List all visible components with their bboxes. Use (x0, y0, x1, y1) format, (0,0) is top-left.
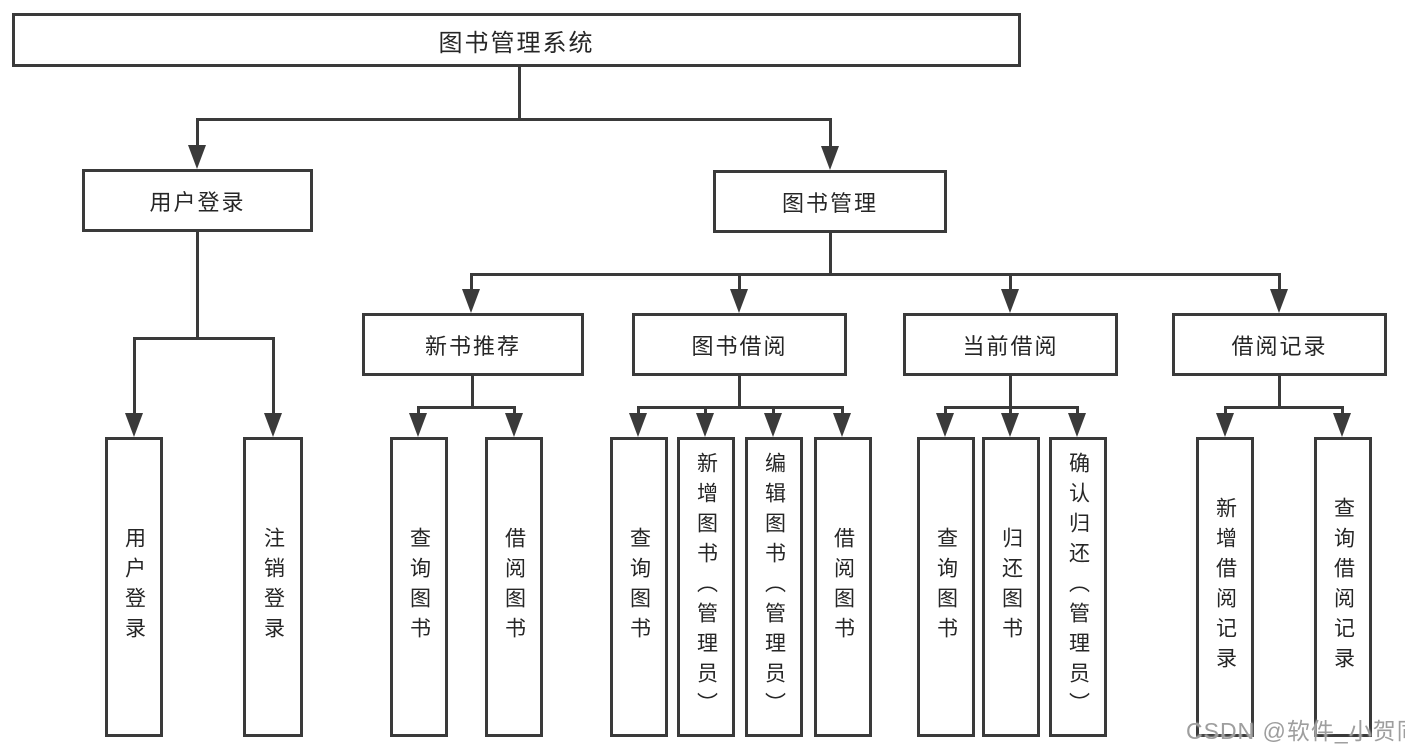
leaf-query-books-current: 查询图书 (917, 437, 975, 737)
connector-line (518, 67, 521, 118)
connector-line (133, 337, 275, 340)
node-borrow-records: 借阅记录 (1172, 313, 1387, 376)
connector-line (196, 118, 832, 121)
connector-line (1224, 406, 1343, 409)
leaf-borrow-books-recommend: 借阅图书 (485, 437, 543, 737)
leaf-edit-books-admin: 编辑图书（管理员） (745, 437, 803, 737)
node-current-borrow: 当前借阅 (903, 313, 1118, 376)
arrow-down-icon (1068, 413, 1086, 437)
connector-line (1278, 376, 1281, 406)
arrow-down-icon (188, 145, 206, 169)
leaf-add-books-admin: 新增图书（管理员） (677, 437, 735, 737)
connector-line (133, 337, 136, 419)
arrow-down-icon (125, 413, 143, 437)
csdn-watermark: CSDN @软件_小贺同学 (1186, 718, 1405, 744)
connector-line (1009, 273, 1012, 295)
arrow-down-icon (1001, 413, 1019, 437)
arrow-down-icon (696, 413, 714, 437)
connector-line (470, 273, 473, 295)
node-user-login: 用户登录 (82, 169, 313, 232)
leaf-query-books-recommend: 查询图书 (390, 437, 448, 737)
leaf-query-borrow-record: 查询借阅记录 (1314, 437, 1372, 737)
connector-line (1278, 273, 1281, 295)
connector-line (417, 406, 516, 409)
arrow-down-icon (505, 413, 523, 437)
node-book-management: 图书管理 (713, 170, 947, 233)
leaf-confirm-return-admin: 确认归还（管理员） (1049, 437, 1107, 737)
connector-line (196, 232, 199, 337)
arrow-down-icon (821, 146, 839, 170)
connector-line (738, 376, 741, 406)
arrow-down-icon (1270, 289, 1288, 313)
connector-line (196, 118, 199, 150)
connector-line (829, 233, 832, 273)
node-library-management-system: 图书管理系统 (12, 13, 1021, 67)
arrow-down-icon (264, 413, 282, 437)
arrow-down-icon (936, 413, 954, 437)
connector-line (829, 118, 832, 150)
arrow-down-icon (1001, 289, 1019, 313)
node-book-borrow: 图书借阅 (632, 313, 847, 376)
leaf-logout: 注销登录 (243, 437, 303, 737)
leaf-query-books-borrow: 查询图书 (610, 437, 668, 737)
connector-line (272, 337, 275, 419)
connector-line (637, 406, 843, 409)
leaf-return-books: 归还图书 (982, 437, 1040, 737)
arrow-down-icon (629, 413, 647, 437)
connector-line (471, 376, 474, 406)
leaf-add-borrow-record: 新增借阅记录 (1196, 437, 1254, 737)
arrow-down-icon (764, 413, 782, 437)
arrow-down-icon (409, 413, 427, 437)
node-new-book-recommend: 新书推荐 (362, 313, 584, 376)
arrow-down-icon (1216, 413, 1234, 437)
connector-line (1009, 376, 1012, 406)
leaf-user-login: 用户登录 (105, 437, 163, 737)
arrow-down-icon (730, 289, 748, 313)
arrow-down-icon (462, 289, 480, 313)
arrow-down-icon (1333, 413, 1351, 437)
arrow-down-icon (833, 413, 851, 437)
connector-line (470, 273, 1281, 276)
leaf-borrow-books: 借阅图书 (814, 437, 872, 737)
connector-line (738, 273, 741, 295)
